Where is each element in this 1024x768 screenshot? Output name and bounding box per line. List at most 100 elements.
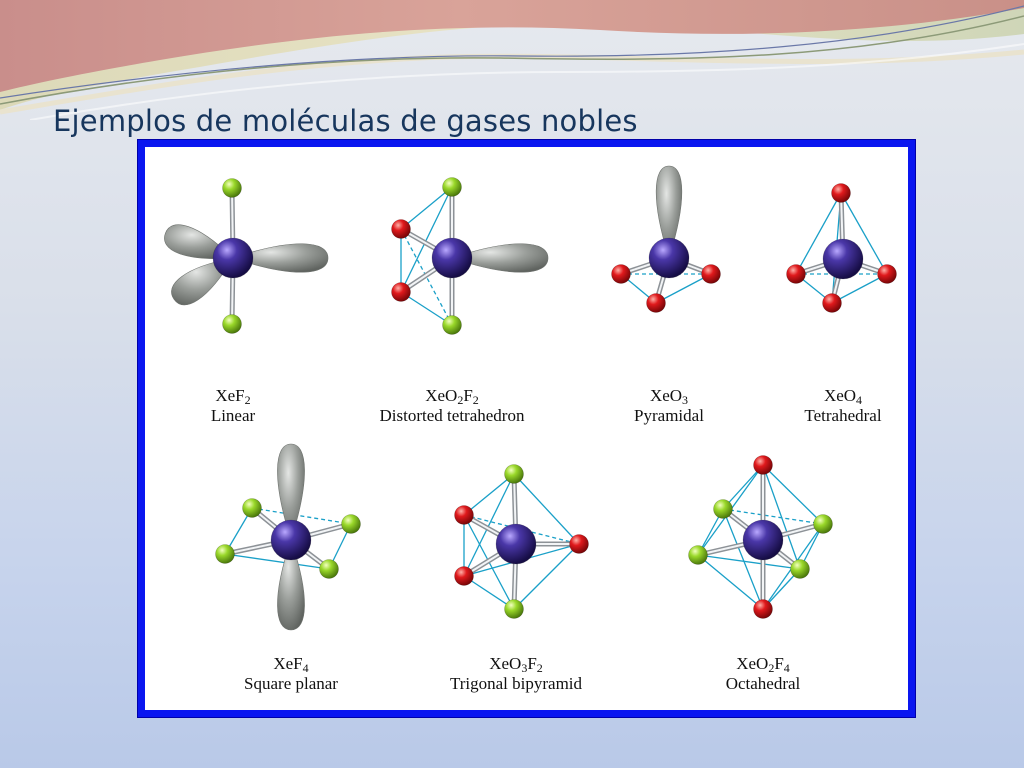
molecule-formula: XeF4 <box>211 654 371 674</box>
polyhedron-edge <box>722 464 764 510</box>
oxygen-atom <box>391 282 411 302</box>
formula-subscript: 2 <box>457 393 464 407</box>
molecule-xeo4 <box>786 183 897 313</box>
molecule-geometry: Tetrahedral <box>804 406 882 425</box>
molecule-formula: XeF2 <box>158 386 308 406</box>
polyhedron-edge <box>697 554 764 610</box>
oxygen-atom <box>569 534 589 554</box>
hidden-edge <box>722 508 824 525</box>
molecule-xeo3 <box>611 165 721 313</box>
polyhedron-edge <box>400 186 453 293</box>
fluorine-atom <box>319 559 339 579</box>
formula-subscript: 4 <box>302 661 309 675</box>
xenon-atom <box>212 237 254 279</box>
fluorine-atom <box>442 315 462 335</box>
oxygen-atom <box>454 566 474 586</box>
molecule-geometry: Trigonal bipyramid <box>449 674 583 693</box>
molecule-layer <box>164 165 897 631</box>
polyhedron-edge <box>722 508 764 610</box>
formula-element: O <box>445 386 458 405</box>
lone-pair-lobe <box>277 443 305 541</box>
fluorine-atom <box>504 599 524 619</box>
formula-subscript: 4 <box>783 661 790 675</box>
fluorine-atom <box>790 559 810 579</box>
lone-pair-lobe <box>232 243 329 273</box>
header-wave-banner <box>0 0 1024 120</box>
oxygen-atom <box>454 505 474 525</box>
polyhedron-edge <box>463 473 515 577</box>
molecule-xeo2f2 <box>391 177 549 335</box>
polyhedron-edge <box>513 543 580 610</box>
formula-element: O <box>669 386 683 405</box>
polyhedron-edge <box>463 575 515 610</box>
polyhedron-edge <box>831 273 888 304</box>
xenon-atom <box>822 238 864 280</box>
molecule-drawings <box>164 165 897 631</box>
fluorine-atom <box>242 498 262 518</box>
polyhedron-edge <box>655 273 712 304</box>
xenon-atom <box>495 523 537 565</box>
polyhedron-edge <box>762 464 801 570</box>
molecule-geometry: Square planar <box>244 674 338 693</box>
formula-element: Xe <box>273 654 294 673</box>
molecule-formula: XeO3F2 <box>421 654 611 674</box>
fluorine-atom <box>442 177 462 197</box>
formula-element: O <box>509 654 522 673</box>
molecule-geometry: Distorted tetrahedron <box>379 406 525 425</box>
formula-element: Xe <box>649 386 670 405</box>
formula-subscript: 4 <box>856 393 863 407</box>
fluorine-atom <box>504 464 524 484</box>
molecule-formula: XeO4 <box>773 386 913 406</box>
oxygen-atom <box>753 599 773 619</box>
formula-subscript: 3 <box>521 661 528 675</box>
molecule-xef4 <box>215 443 361 631</box>
lone-pair-lobe <box>277 539 305 631</box>
molecule-geometry: Linear <box>210 406 256 425</box>
fluorine-atom <box>222 178 242 198</box>
polyhedron-edge <box>400 291 453 326</box>
formula-element: Xe <box>489 654 510 673</box>
formula-element: F <box>463 386 473 405</box>
oxygen-atom <box>391 219 411 239</box>
oxygen-atom <box>786 264 806 284</box>
polyhedron-edge <box>224 553 330 570</box>
lone-pair-lobe <box>451 243 549 273</box>
formula-element: Xe <box>736 654 757 673</box>
oxygen-atom <box>611 264 631 284</box>
formula-element: F <box>774 654 784 673</box>
formula-subscript: 3 <box>682 393 689 407</box>
fluorine-atom <box>688 545 708 565</box>
polyhedron-edge <box>513 473 580 545</box>
oxygen-atom <box>646 293 666 313</box>
polyhedron-edge <box>762 464 824 525</box>
slide-title: Ejemplos de moléculas de gases nobles <box>53 104 638 138</box>
xenon-atom <box>270 519 312 561</box>
molecule-xeo3f2 <box>454 464 589 619</box>
formula-subscript: 2 <box>472 393 479 407</box>
molecule-xef2 <box>164 178 329 334</box>
formula-element: Xe <box>823 386 844 405</box>
molecule-geometry: Octahedral <box>725 674 801 693</box>
oxygen-atom <box>822 293 842 313</box>
fluorine-atom <box>713 499 733 519</box>
molecule-formula: XeO2F2 <box>352 386 552 406</box>
polyhedron-edge <box>400 186 453 230</box>
formula-element: Xe <box>425 386 446 405</box>
fluorine-atom <box>341 514 361 534</box>
fluorine-atom <box>813 514 833 534</box>
molecule-formula: XeO2F4 <box>688 654 838 674</box>
xenon-atom <box>648 237 690 279</box>
hidden-edge <box>251 507 352 525</box>
formula-element: O <box>843 386 857 405</box>
polyhedron-edge <box>795 192 842 275</box>
molecule-geometry: Pyramidal <box>634 406 704 425</box>
polyhedron-edge <box>463 473 515 516</box>
formula-element: O <box>756 654 769 673</box>
